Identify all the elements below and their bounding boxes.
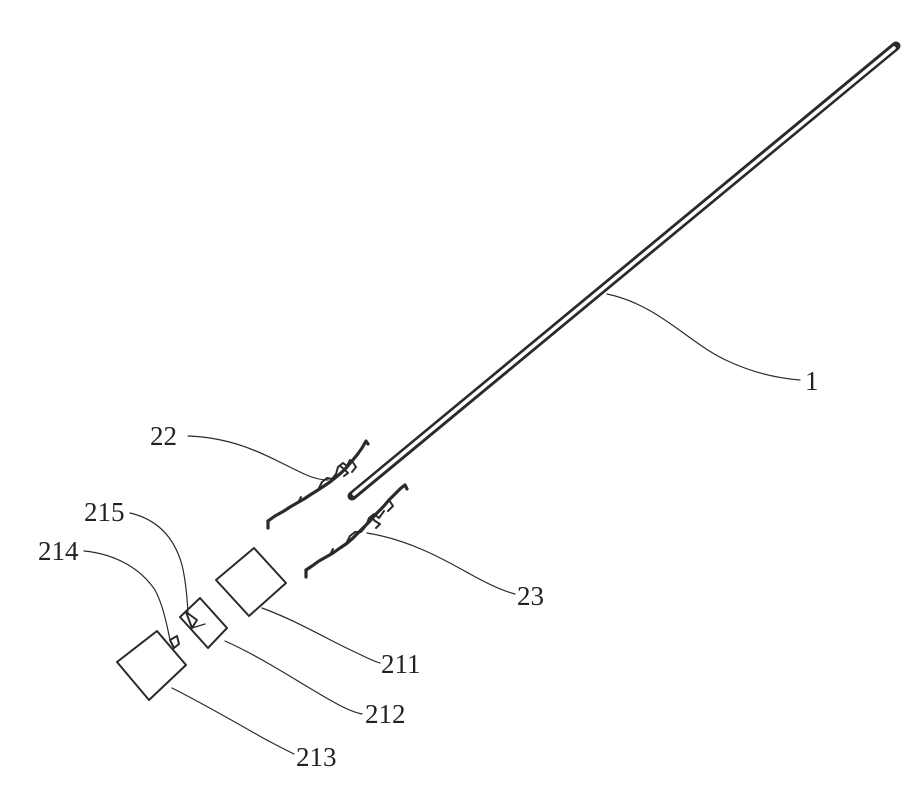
leader-line-1 — [607, 294, 800, 380]
label-1: 1 — [805, 366, 819, 396]
label-213: 213 — [296, 742, 337, 772]
clip-part-22 — [268, 441, 368, 528]
reference-labels: 1 22 23 211 212 213 214 215 — [38, 366, 819, 772]
leader-line-215 — [130, 513, 188, 612]
leader-line-22 — [188, 436, 328, 480]
label-211: 211 — [381, 649, 421, 679]
leader-lines — [84, 294, 800, 754]
label-215: 215 — [84, 497, 125, 527]
label-22: 22 — [150, 421, 177, 451]
label-214: 214 — [38, 536, 79, 566]
leader-line-212 — [225, 641, 362, 714]
leader-line-211 — [262, 608, 380, 663]
leader-line-23 — [367, 533, 515, 594]
rod-part — [352, 46, 896, 496]
label-23: 23 — [517, 581, 544, 611]
leader-line-213 — [172, 688, 294, 754]
leader-line-214 — [84, 551, 170, 640]
block-part-211 — [216, 548, 286, 616]
clip-part-23 — [306, 485, 407, 577]
label-212: 212 — [365, 699, 406, 729]
